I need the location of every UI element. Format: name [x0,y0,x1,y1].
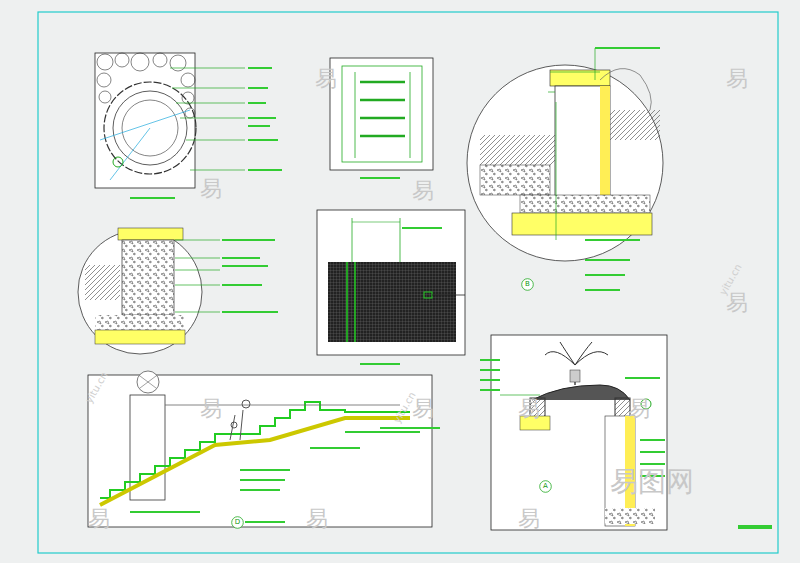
wall-detail-b [467,48,663,290]
watermark: 易 [315,68,337,90]
callout-circle: D [231,516,244,529]
stair-section [88,371,440,527]
callout-circle-line [540,481,552,493]
planter-section [480,335,667,530]
watermark: 易 [412,180,434,202]
watermark-logo: 易图网 [610,468,694,496]
watermark: 易 [88,508,110,530]
watermark: 易 [726,68,748,90]
watermark: 易 [726,292,748,314]
watermark: 易 [200,178,222,200]
callout-letter: D [231,516,244,526]
watermark: 易 [200,398,222,420]
callout-circle-line [522,279,534,291]
watermark: 易 [628,398,650,420]
watermark: 易 [518,398,540,420]
watermark: yitu.cn [84,371,110,405]
mesh-detail [317,210,465,364]
callout-letter: B [521,278,534,288]
callout-circle: A [539,480,552,493]
watermark: 易 [306,508,328,530]
callout-circle: B [521,278,534,291]
wall-detail [78,228,278,354]
callout-circle-line [232,517,244,529]
paving-plan [95,53,282,198]
grate-detail [330,58,433,178]
callout-letter: A [539,480,552,490]
watermark: 易 [518,508,540,530]
watermark: 易 [412,398,434,420]
